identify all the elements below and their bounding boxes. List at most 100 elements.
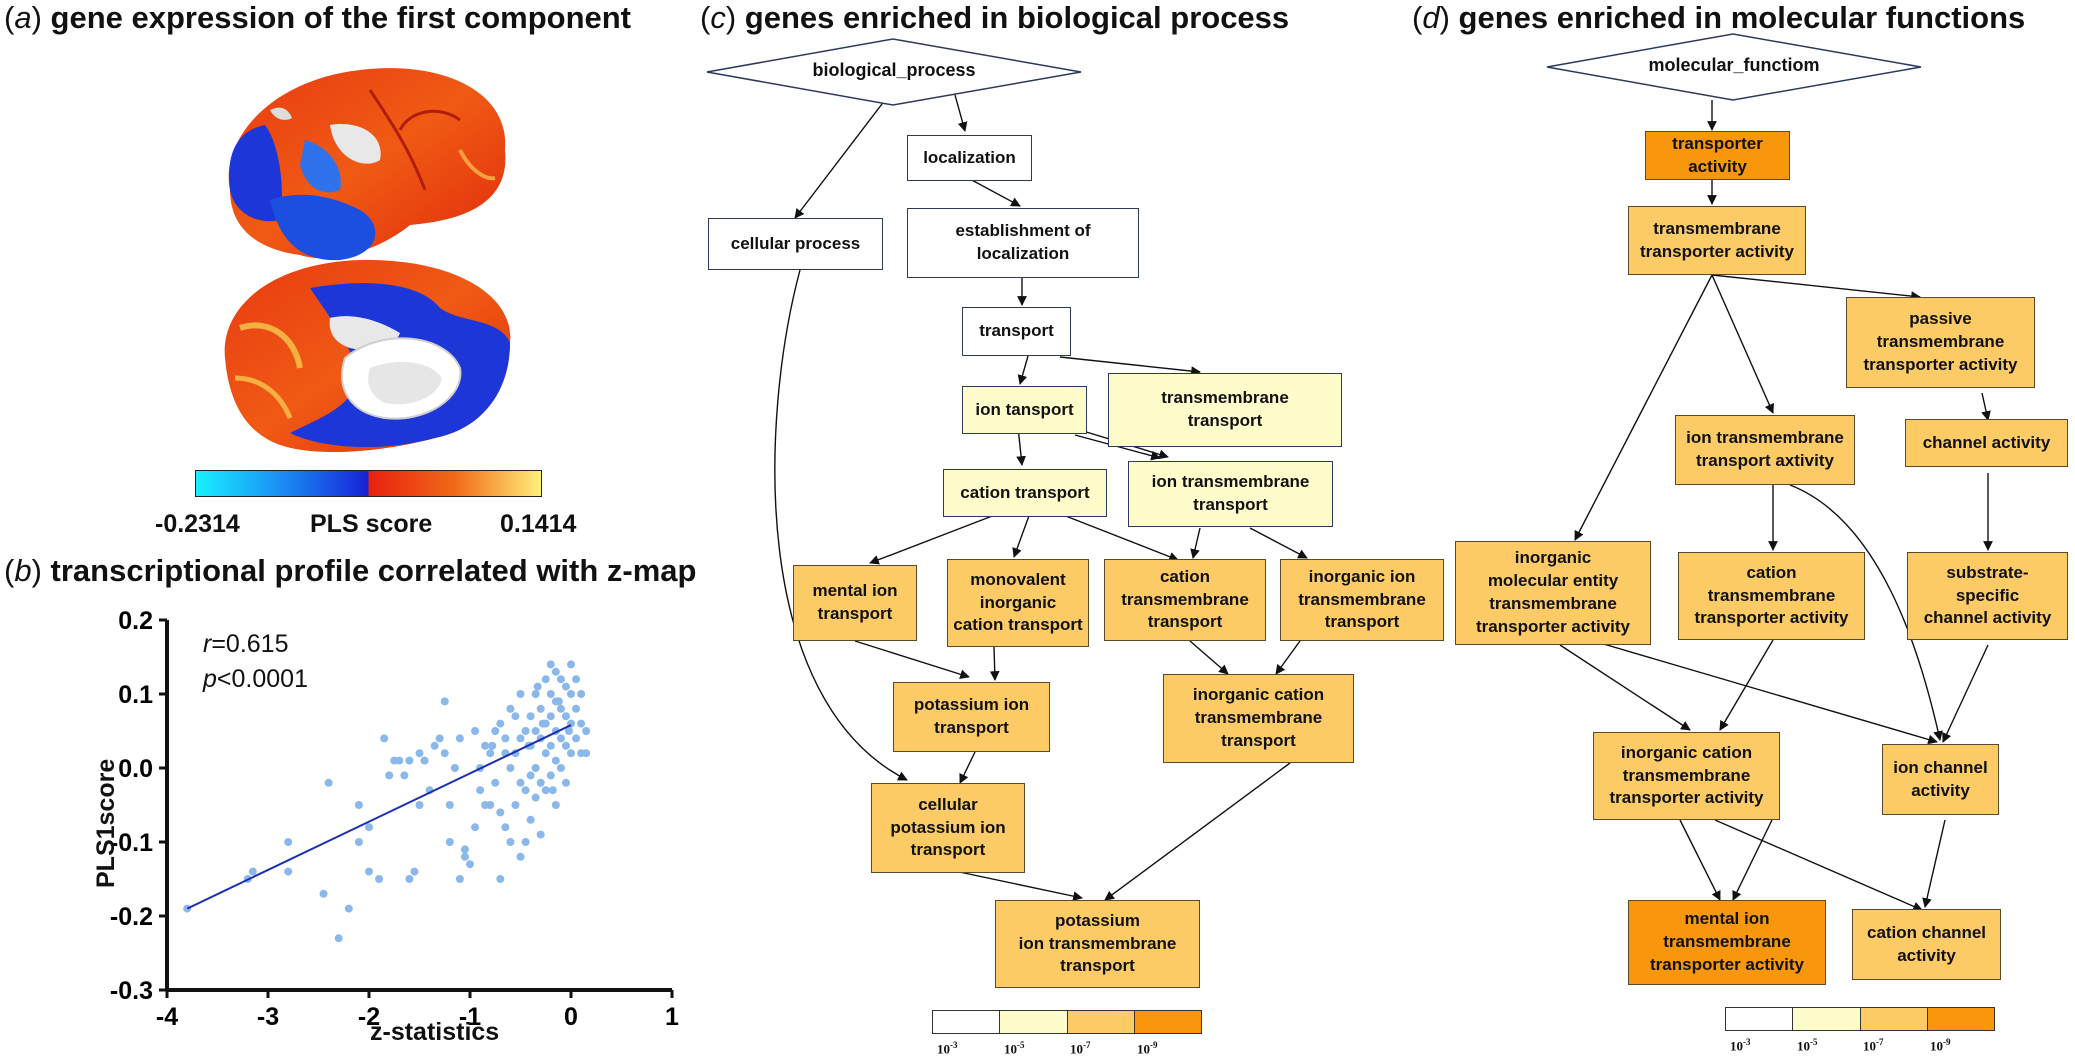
scatter-point: [551, 756, 560, 765]
scatter-point: [516, 778, 525, 787]
x-tick-label: -3: [257, 1003, 279, 1031]
colorbar-max-label: 0.1414: [500, 510, 577, 538]
scatter-point: [440, 749, 449, 758]
scatter-point: [476, 786, 485, 795]
scatter-point: [548, 786, 557, 795]
node-cellular-process: cellular process: [708, 218, 883, 270]
regression-line: [186, 724, 572, 910]
scatter-point: [551, 801, 560, 809]
scatter-point: [582, 749, 591, 758]
scatter-point: [577, 690, 586, 698]
node-cation-channel-activity: cation channel activity: [1852, 909, 2001, 980]
panel-a-title: (a) gene expression of the first compone…: [4, 0, 632, 35]
legend-c-swatch: [1000, 1011, 1068, 1033]
scatter-point: [284, 867, 293, 876]
panel-c-root-diamond: [706, 38, 1082, 106]
x-tick-label: 0: [564, 1003, 578, 1031]
scatter-point: [405, 756, 414, 765]
scatter-point: [365, 867, 373, 876]
node-ion-channel-activity: ion channel activity: [1882, 744, 1999, 815]
scatter-point: [531, 690, 540, 698]
scatter-point: [541, 786, 550, 795]
scatter-point: [572, 704, 581, 713]
scatter-point: [455, 875, 464, 883]
legend-d-swatch: [1793, 1008, 1861, 1030]
node-passive-transmembrane-transporter-activity: passive transmembrane transporter activi…: [1846, 297, 2035, 388]
scatter-point: [248, 867, 257, 876]
scatter-point: [466, 860, 474, 869]
scatter-point: [354, 838, 363, 846]
scatter-point: [395, 756, 404, 765]
scatter-point: [496, 719, 505, 728]
brain-lateral-view: [228, 68, 506, 261]
scatter-point: [415, 801, 424, 809]
scatter-point: [354, 801, 363, 809]
scatter-point: [430, 741, 439, 750]
scatter-point: [460, 852, 469, 861]
y-tick-label: -0.3: [110, 977, 153, 1005]
legend-c-swatch: [933, 1011, 1001, 1033]
scatter-point: [536, 778, 545, 787]
scatter-point: [577, 719, 586, 728]
scatter-point: [538, 719, 547, 728]
legend-d-swatch: [1860, 1008, 1928, 1030]
node-mental-ion-transport: mental ion transport: [793, 565, 917, 641]
scatter-point: [546, 771, 555, 780]
scatter-point: [501, 823, 510, 832]
legend-d-label: 10-7: [1863, 1037, 1884, 1054]
legend-c-swatch: [1134, 1011, 1201, 1033]
scatter-point: [546, 741, 555, 750]
scatter-point: [567, 749, 575, 758]
scatter-point: [521, 838, 530, 846]
node-mental-ion-transmembrane-transporter-activity: mental ion transmembrane transporter act…: [1628, 900, 1826, 985]
node-transmembrane-transport: transmembrane transport: [1108, 373, 1342, 447]
node-cellular-potassium-ion-transport: cellular potassium ion transport: [871, 783, 1025, 873]
legend-d-label: 10-3: [1730, 1037, 1751, 1054]
legend-c: [932, 1010, 1202, 1034]
legend-c-swatch: [1067, 1011, 1135, 1033]
node-cation-transport: cation transport: [943, 469, 1107, 517]
scatter-point: [561, 778, 570, 787]
panel-d-root-diamond: [1546, 33, 1922, 101]
stat-p: p<0.0001: [203, 665, 308, 693]
legend-c-label: 10-5: [1004, 1040, 1025, 1057]
scatter-point: [455, 734, 464, 743]
scatter-point: [531, 793, 540, 802]
scatter-point: [526, 712, 535, 721]
scatter-point: [567, 690, 575, 698]
scatter-point: [471, 727, 480, 735]
x-tick-label: -2: [358, 1003, 380, 1031]
panel-c-title: (c) genes enriched in biological process: [700, 0, 1290, 35]
node-inorganic-molecular-entity-transmembrane-transporter-activity: inorganic molecular entity transmembrane…: [1455, 541, 1651, 645]
brain-medial-view: [224, 259, 511, 453]
scatter-point: [556, 675, 565, 684]
pls-colorbar: [195, 470, 542, 497]
scatter-point: [491, 778, 500, 787]
scatter-point: [572, 734, 581, 743]
scatter-point: [556, 734, 565, 743]
x-axis-label: z-statistics: [370, 1018, 500, 1046]
node-ion-transmembrane-transport-activity: ion transmembrane transport axtivity: [1675, 415, 1855, 485]
scatter-point: [496, 875, 505, 883]
scatter-point: [440, 697, 449, 706]
node-establishment-of-localization: establishment of localization: [907, 208, 1139, 278]
node-transmembrane-transporter-activity: transmembrane transporter activity: [1628, 206, 1806, 275]
scatter-point: [460, 845, 469, 854]
scatter-point: [561, 712, 570, 721]
y-tick-label: 0.2: [118, 607, 153, 635]
scatter-point: [541, 749, 550, 758]
scatter-point: [410, 867, 419, 876]
legend-c-label: 10-7: [1070, 1040, 1091, 1057]
scatter-point: [491, 727, 500, 735]
scatter-point: [561, 682, 570, 691]
scatter-point: [526, 771, 535, 780]
scatter-point: [526, 815, 535, 824]
y-tick-label: 0.0: [118, 755, 153, 783]
node-transport: transport: [962, 307, 1071, 356]
y-tick-label: -0.1: [110, 829, 153, 857]
panel-d-title: (d) genes enriched in molecular function…: [1412, 0, 2026, 35]
scatter-point: [450, 764, 459, 772]
legend-d-label: 10-9: [1930, 1037, 1951, 1054]
